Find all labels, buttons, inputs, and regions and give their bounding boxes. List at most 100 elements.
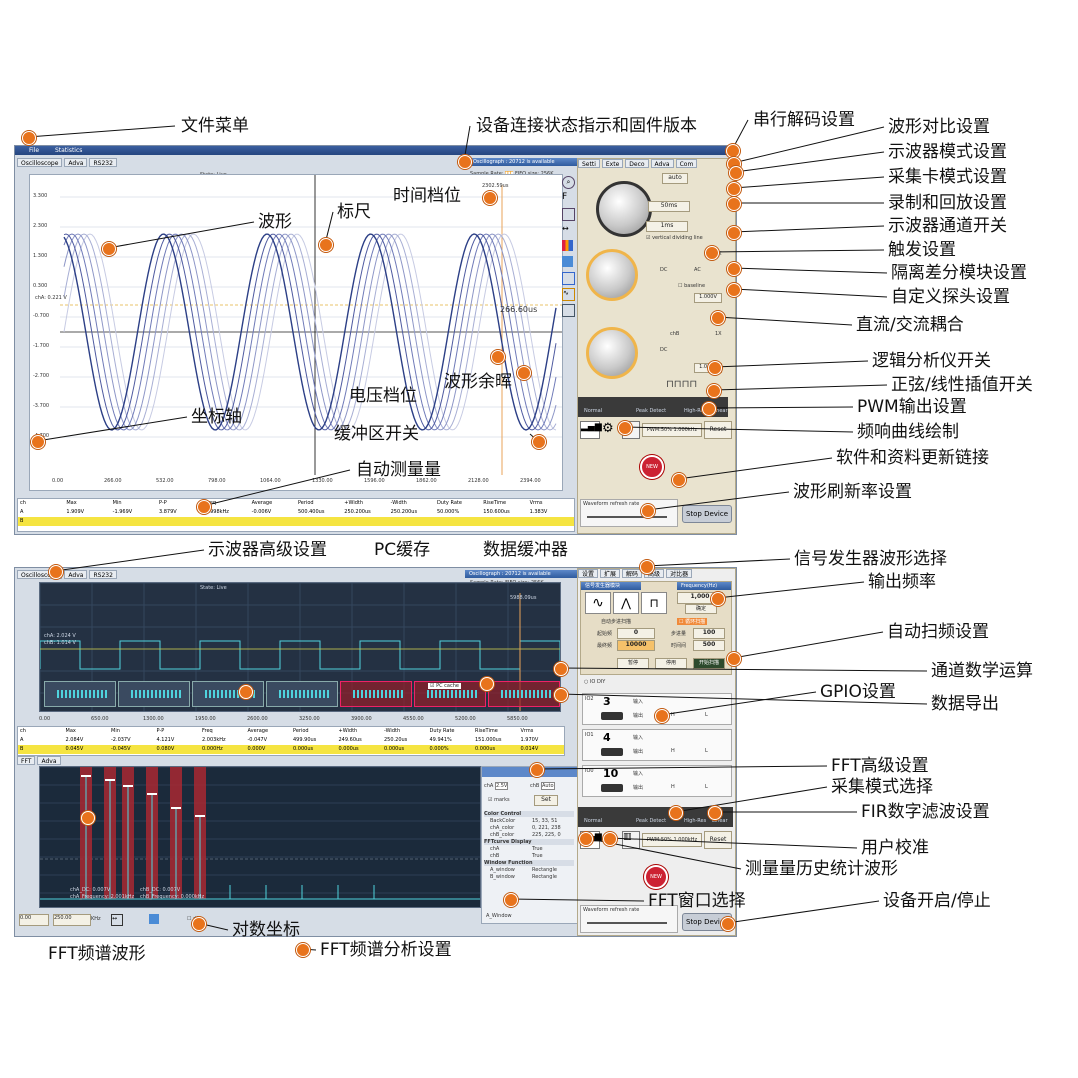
chb-label[interactable]: chB [670,331,680,337]
chb-dc[interactable]: DC [660,347,668,353]
pc-cache-frame[interactable] [488,681,560,707]
fft-set-button[interactable]: Set [534,795,558,806]
start-freq-input[interactable]: 0 [617,628,655,639]
fft-zoom-icon[interactable]: ↔ [111,914,123,926]
end-freq-input[interactable]: 10000 [617,640,655,651]
gpio-high[interactable]: H [671,748,675,754]
peak-detect-mode[interactable]: Peak Detect [636,408,667,414]
new-badge-icon[interactable]: NEW [640,455,664,479]
vertical-line-check[interactable]: ☑ vertical dividing line [646,235,703,241]
file-menu[interactable]: File [29,147,40,154]
peak-detect-mode-2[interactable]: Peak Detect [636,818,667,824]
gpio-high[interactable]: H [671,712,675,718]
normal-mode-2[interactable]: Normal [584,818,603,824]
pwm-output-2[interactable]: PWM:50% 1.000kHz [642,833,702,847]
time-div-knob[interactable] [596,181,652,237]
tab-decode[interactable]: Deco [625,159,649,168]
pause-button[interactable]: 暂停 [617,658,649,669]
gear-icon[interactable]: ⚙ [602,421,614,436]
fft-chb-select[interactable]: chB Auto [530,782,555,790]
refresh-rate-slider-2[interactable]: Waveform refresh rate [580,905,678,933]
pc-cache-check[interactable]: ☑ PC cache [428,683,461,689]
tab-decode-cn[interactable]: 解码 [622,569,643,578]
tab-rs232[interactable]: RS232 [89,158,117,167]
triangle-wave-button[interactable]: ⋀ [613,592,639,614]
fit-icon[interactable]: F [562,192,568,202]
grid-icon[interactable] [562,208,575,221]
gpio-low[interactable]: L [705,748,708,754]
gpio-input[interactable]: 输入 [633,771,644,777]
table-icon[interactable] [562,304,575,317]
freq-from-input[interactable]: 0.00 [19,914,49,926]
gpio-input[interactable]: 输入 [633,735,644,741]
tab-advanced-2[interactable]: Adva [64,570,88,579]
prop-value[interactable]: 0, 221, 238 [532,825,561,831]
time-select-1[interactable]: 50ms [648,201,690,212]
gpio-high[interactable]: H [671,784,675,790]
tab-extend-cn[interactable]: 扩展 [600,569,621,578]
export-icon[interactable] [562,272,575,285]
buffer-frame[interactable] [266,681,338,707]
sine-icon[interactable]: ∿ [562,288,575,301]
gpio-low[interactable]: L [705,784,708,790]
reset-button[interactable]: Reset [704,421,732,439]
time-interval-input[interactable]: 500 [693,640,725,651]
marks-check[interactable]: ☑ marks [488,797,510,803]
prop-value[interactable]: 15, 33, 51 [532,818,558,824]
pwm-output[interactable]: PWM:50% 1.000kHz [642,423,702,437]
gpio-low[interactable]: L [705,712,708,718]
fft-spectrum-plot[interactable]: chA_DC: 0.007V chA_Frequency: 2.001kHz c… [39,766,481,908]
prop-value[interactable]: 225, 225, 0 [532,832,561,838]
fft-cha-select[interactable]: chA 2.5V [484,782,509,790]
save-icon[interactable] [562,256,573,267]
square-wave-button[interactable]: ⊓ [641,592,667,614]
high-res-mode-2[interactable]: High-Res [684,818,707,824]
chb-x[interactable]: 1X [715,331,722,337]
fft-save-icon[interactable] [149,914,159,924]
prop-value[interactable]: True [532,853,543,859]
bottom-scope-plot[interactable]: State: Live chA: 2.024 V chB: 1.014 V 59… [39,582,561,712]
tab-oscilloscope[interactable]: Oscilloscope [17,158,63,167]
tab-fft-advanced[interactable]: Adva [37,756,61,765]
cha-ac[interactable]: AC [694,267,701,273]
tab-advanced[interactable]: Adva [64,158,88,167]
buffer-frame[interactable] [118,681,190,707]
normal-mode[interactable]: Normal [584,408,603,414]
stop-device-button[interactable]: Stop Device [682,505,732,523]
auto-button[interactable]: auto [662,173,688,184]
cha-volt-knob[interactable] [586,249,638,301]
freq-to-input[interactable]: 250.00 [53,914,91,926]
tab-advanced-ctrl[interactable]: Adva [650,159,674,168]
prop-value[interactable]: True [532,846,543,852]
loop-sweep-check[interactable]: ☐ 循环扫描 [677,618,708,625]
pc-cache-frame[interactable] [340,681,412,707]
cha-dc[interactable]: DC [660,267,668,273]
reset-button-2[interactable]: Reset [704,831,732,849]
chart-icon[interactable] [562,240,573,251]
gpio-input[interactable]: 输入 [633,699,644,705]
history-icon-2[interactable]: ▥ [622,831,640,849]
freq-response-icon[interactable]: ▂▄▆ [580,421,602,439]
start-sweep-button[interactable]: 开始扫描 [693,658,725,669]
cha-volt-value[interactable]: 1.000V [694,293,722,303]
buffer-frame[interactable] [192,681,264,707]
new-badge-icon-2[interactable]: NEW [644,865,668,889]
high-res-mode[interactable]: High-Res [684,408,707,414]
baseline-check[interactable]: ☐ baseline [678,283,706,289]
gpio-output[interactable]: 输出 [633,713,644,719]
buffer-frame[interactable] [44,681,116,707]
tab-external[interactable]: Exte [601,159,624,168]
measure-icon[interactable]: ↔ [562,224,569,233]
linear-switch-2[interactable]: Linear [712,818,728,824]
refresh-slider-track-2[interactable] [587,922,667,924]
time-select-2[interactable]: 1ms [646,221,688,232]
tab-compare-cn[interactable]: 对比器 [666,569,693,578]
statistics-menu[interactable]: Statistics [54,147,83,154]
tab-compare[interactable]: Com [675,159,698,168]
zoom-icon[interactable]: ⌕ [562,176,575,189]
prop-value[interactable]: Rectangle [532,867,557,873]
step-input[interactable]: 100 [693,628,725,639]
tab-rs232-2[interactable]: RS232 [89,570,117,579]
linear-switch[interactable]: Linear [712,408,728,414]
